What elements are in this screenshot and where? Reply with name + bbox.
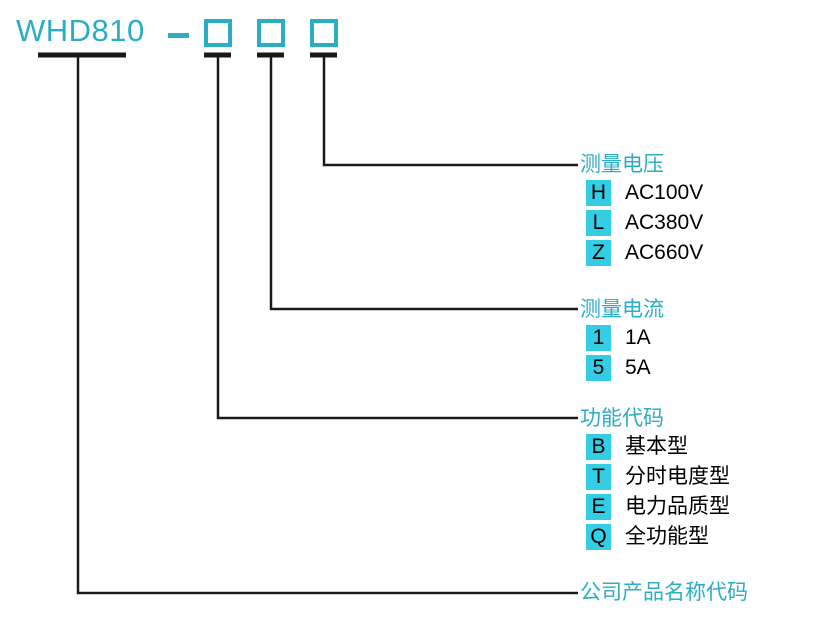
slot-box-measured-voltage[interactable] [310, 19, 338, 47]
option-row: 1 1A [580, 323, 664, 353]
option-label: 基本型 [625, 435, 688, 458]
group-measured-voltage: 测量电压 H AC100V L AC380V Z AC660V [580, 152, 703, 268]
option-label: AC380V [625, 211, 704, 234]
slot-box-function-code[interactable] [204, 19, 232, 47]
option-label: AC660V [625, 241, 704, 264]
group-title-measured-voltage: 测量电压 [580, 153, 664, 176]
model-dash-icon [168, 33, 189, 38]
option-code-badge: 5 [586, 355, 611, 381]
option-row: B 基本型 [580, 432, 730, 462]
slot-box-measured-current[interactable] [257, 19, 285, 47]
option-row: Z AC660V [580, 238, 703, 268]
option-label: 分时电度型 [625, 465, 730, 488]
option-code-badge: L [586, 210, 611, 236]
model-string: WHD810 [0, 0, 830, 62]
option-code-badge: 1 [586, 325, 611, 351]
option-row: Q 全功能型 [580, 522, 730, 552]
leader-measured-current [269, 55, 578, 311]
group-function-code: 功能代码 B 基本型 T 分时电度型 E 电力品质型 Q 全功能型 [580, 406, 730, 552]
option-code-badge: E [586, 494, 611, 520]
option-label: 电力品质型 [625, 495, 730, 518]
label-product-name-code: 公司产品名称代码 [580, 581, 748, 604]
option-row: L AC380V [580, 208, 703, 238]
option-code-badge: T [586, 464, 611, 490]
option-label: AC100V [625, 181, 704, 204]
group-title-function-code: 功能代码 [580, 407, 664, 430]
option-label: 1A [625, 326, 651, 349]
option-row: T 分时电度型 [580, 462, 730, 492]
model-name: WHD810 [16, 13, 145, 48]
option-row: H AC100V [580, 178, 703, 208]
group-measured-current: 测量电流 1 1A 5 5A [580, 297, 664, 383]
leader-product-name [76, 55, 578, 595]
leader-function-code [216, 55, 578, 420]
leader-measured-voltage [322, 55, 578, 167]
option-label: 全功能型 [625, 525, 709, 548]
option-label: 5A [625, 356, 651, 379]
option-code-badge: Q [586, 524, 611, 550]
option-row: 5 5A [580, 353, 664, 383]
group-title-measured-current: 测量电流 [580, 298, 664, 321]
option-code-badge: B [586, 434, 611, 460]
option-code-badge: H [586, 180, 611, 206]
option-row: E 电力品质型 [580, 492, 730, 522]
option-code-badge: Z [586, 240, 611, 266]
